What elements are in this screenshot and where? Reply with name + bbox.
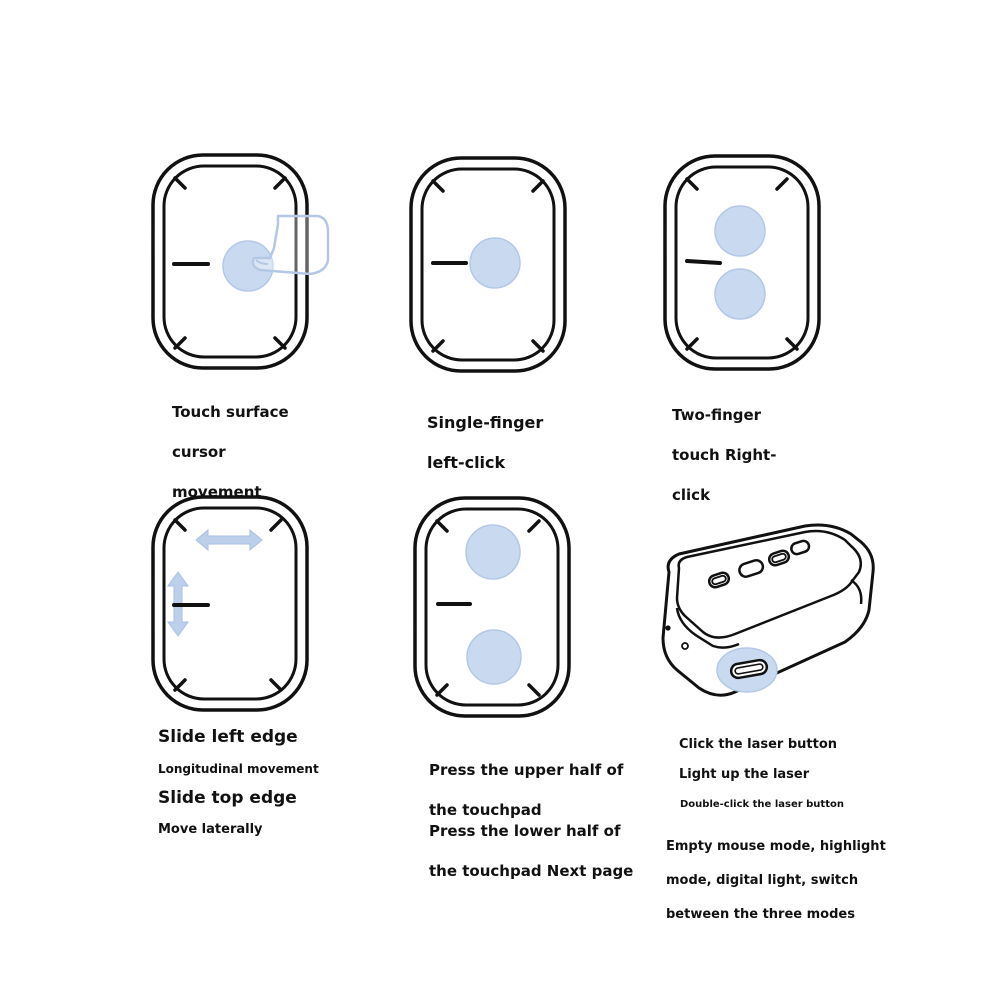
- panel-left-click: [408, 155, 568, 375]
- slide-arrows-icon: [151, 495, 309, 712]
- caption-line: Press the lower half of: [429, 822, 621, 840]
- panel-right-click: [662, 153, 822, 373]
- finger-touch-icon: [151, 153, 330, 370]
- caption-line: touch Right-: [672, 446, 777, 464]
- caption-double-click-laser: Double-click the laser button: [680, 799, 844, 810]
- single-touch-icon: [409, 156, 567, 373]
- panel-slide-edges: [150, 494, 310, 714]
- caption-line: mode, digital light, switch: [666, 873, 859, 888]
- caption-line: Two-finger: [672, 406, 762, 424]
- caption-light-laser: Light up the laser: [679, 767, 810, 782]
- caption-longitudinal-movement: Longitudinal movement: [158, 762, 319, 776]
- caption-upper-half: Press the upper half of the touchpad: [429, 740, 623, 840]
- caption-cursor-movement: Touch surface cursor movement: [172, 382, 289, 522]
- presenter-device-icon: [661, 523, 875, 697]
- panel-laser-device: [655, 520, 885, 710]
- upper-lower-touch-icon: [413, 496, 571, 718]
- caption-line: between the three modes: [666, 907, 855, 922]
- caption-line: Touch surface: [172, 403, 289, 421]
- panel-cursor-movement: [150, 152, 330, 372]
- caption-line: the touchpad: [429, 801, 542, 819]
- caption-right-click: Two-finger touch Right- click: [672, 385, 776, 525]
- caption-left-click: Single-finger left-click: [427, 393, 543, 493]
- caption-slide-top-edge: Slide top edge: [158, 788, 297, 808]
- caption-line: Press the upper half of: [429, 761, 624, 779]
- caption-line: Empty mouse mode, highlight: [666, 839, 886, 854]
- caption-line: the touchpad Next page: [429, 862, 634, 880]
- panel-page-turn: [412, 495, 572, 720]
- caption-line: click: [672, 486, 711, 504]
- caption-lower-half: Press the lower half of the touchpad Nex…: [429, 801, 633, 901]
- two-finger-touch-icon: [663, 154, 821, 371]
- caption-modes: Empty mouse mode, highlight mode, digita…: [666, 821, 886, 940]
- caption-move-laterally: Move laterally: [158, 822, 263, 837]
- caption-click-laser: Click the laser button: [679, 737, 838, 752]
- caption-line: Single-finger: [427, 413, 544, 432]
- caption-slide-left-edge: Slide left edge: [158, 727, 298, 747]
- caption-line: cursor: [172, 443, 226, 461]
- caption-line: left-click: [427, 453, 506, 472]
